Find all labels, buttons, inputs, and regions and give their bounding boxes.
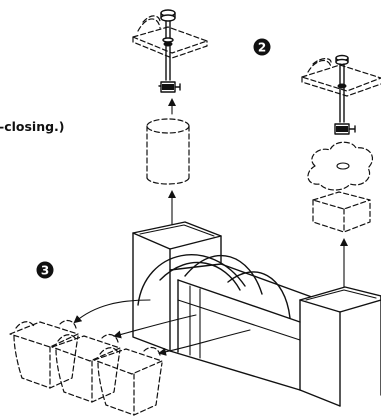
right-lid-assembly [301, 54, 381, 291]
container-3 [93, 346, 163, 416]
step-badge-2: 2 [253, 38, 271, 56]
instruction-caption: -closing.) [0, 119, 65, 134]
container-1 [9, 319, 79, 389]
step-badge-3: 3 [36, 261, 54, 279]
container-2 [51, 333, 121, 403]
step-badge-2-label: 2 [258, 41, 266, 55]
tank-unit [132, 221, 381, 407]
step-badge-3-label: 3 [41, 264, 49, 278]
left-lid-assembly [132, 9, 208, 241]
step-3-containers [9, 299, 251, 416]
